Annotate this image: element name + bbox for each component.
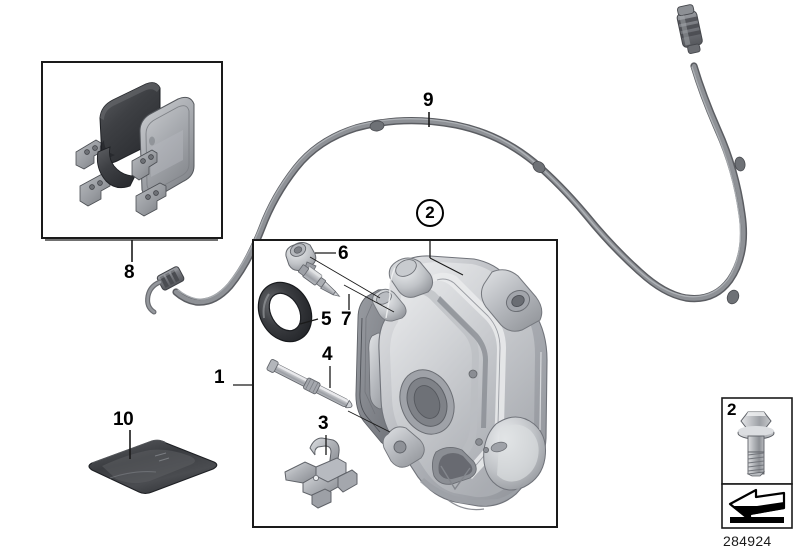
callout-label-3: 3 xyxy=(318,413,329,434)
legend-bolt-illustration xyxy=(737,411,775,477)
brake-pad-set-illustration xyxy=(75,82,195,217)
callout-label-5: 5 xyxy=(321,309,332,330)
callout-8-leader xyxy=(45,239,218,262)
seal-ring-part xyxy=(257,281,313,343)
diagram-part-number: 284924 xyxy=(723,533,772,549)
internal-leaders xyxy=(299,241,464,455)
retaining-spring-clip-part xyxy=(284,437,358,509)
callout-label-2-circled: 2 xyxy=(416,199,444,227)
brake-pad-wear-sensor xyxy=(145,4,748,315)
callout-label-1: 1 xyxy=(214,367,225,388)
brake-caliper-body xyxy=(355,255,548,511)
callout-label-6: 6 xyxy=(338,243,349,264)
bleeder-valve-part xyxy=(298,264,341,297)
callout-label-4: 4 xyxy=(322,344,333,365)
legend-bolt-label: 2 xyxy=(727,400,736,419)
callout-label-10: 10 xyxy=(113,409,134,430)
callout-label-8: 8 xyxy=(124,262,135,283)
callout-label-7: 7 xyxy=(341,309,352,330)
lubricant-sachet-part xyxy=(88,439,218,495)
guide-pin-part xyxy=(266,359,353,409)
callout-label-9: 9 xyxy=(423,90,434,111)
direction-of-travel-arrow-icon xyxy=(728,488,786,523)
